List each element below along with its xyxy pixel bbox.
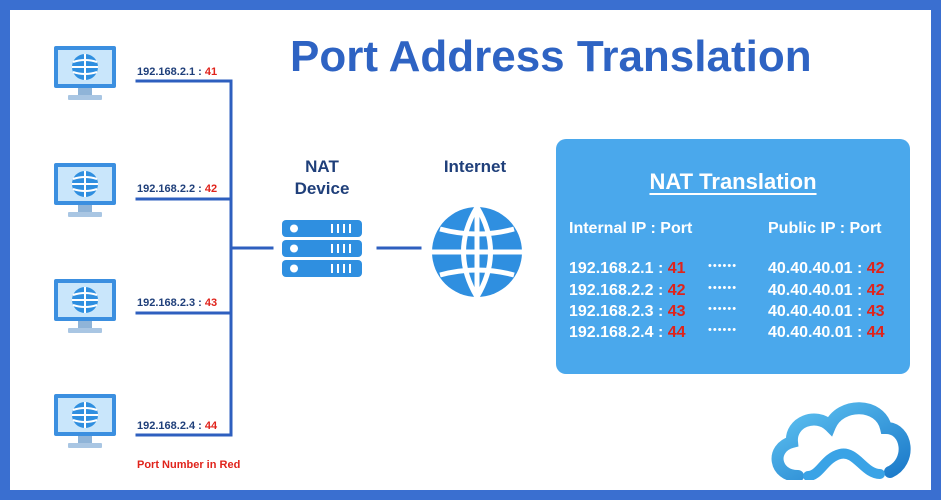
public-cell: 40.40.40.01 : 42 [768, 282, 885, 299]
public-header: Public IP : Port [768, 220, 882, 237]
internal-ip: 192.168.2.4 [569, 324, 654, 341]
computer-globe-icon [54, 46, 116, 100]
page-title: Port Address Translation [290, 32, 812, 81]
internal-port: 44 [667, 324, 686, 341]
internal-ip: 192.168.2.3 [569, 303, 654, 320]
public-ip: 40.40.40.01 [768, 260, 853, 277]
port-note: Port Number in Red [137, 459, 241, 471]
host-sep: : [195, 420, 205, 432]
nat-device-line2: Device [294, 179, 350, 198]
computer-globe-icon [54, 279, 116, 333]
host-port: 44 [204, 420, 218, 432]
host-sep: : [195, 183, 205, 195]
mapping-dots: •••••• [708, 324, 738, 336]
host-label-3: 192.168.2.3 : 43 [137, 297, 217, 309]
mapping-dots: •••••• [708, 282, 738, 294]
host-port: 41 [204, 66, 218, 78]
nat-table-title: NAT Translation [649, 169, 817, 194]
computer-icon-2 [52, 162, 118, 220]
cloud-logo [768, 398, 912, 485]
internal-cell: 192.168.2.2 : 42 [569, 282, 686, 299]
host-label-4: 192.168.2.4 : 44 [137, 420, 217, 432]
host-label-1: 192.168.2.1 : 41 [137, 66, 217, 78]
mapping-dots: •••••• [708, 260, 738, 272]
public-ip: 40.40.40.01 [768, 324, 853, 341]
public-port: 43 [866, 303, 885, 320]
internal-port: 43 [667, 303, 686, 320]
public-ip: 40.40.40.01 [768, 303, 853, 320]
nat-device-line1: NAT [305, 157, 339, 176]
host-port: 43 [204, 297, 218, 309]
host-label-2: 192.168.2.2 : 42 [137, 183, 217, 195]
computer-globe-icon [54, 163, 116, 217]
internal-ip: 192.168.2.1 [569, 260, 654, 277]
nat-row-1: 192.168.2.1 : 41 •••••• 40.40.40.01 : 42 [556, 260, 910, 281]
nat-translation-panel: NAT Translation Internal IP : Port Publi… [556, 139, 910, 374]
mapping-dots: •••••• [708, 303, 738, 315]
internal-cell: 192.168.2.4 : 44 [569, 324, 686, 341]
host-ip: 192.168.2.4 [137, 420, 196, 432]
internet-label: Internet [443, 157, 507, 176]
public-port: 42 [866, 260, 885, 277]
public-port: 42 [866, 282, 885, 299]
nat-row-2: 192.168.2.2 : 42 •••••• 40.40.40.01 : 42 [556, 282, 910, 303]
nat-row-4: 192.168.2.4 : 44 •••••• 40.40.40.01 : 44 [556, 324, 910, 345]
public-cell: 40.40.40.01 : 42 [768, 260, 885, 277]
nat-device-label: NAT Device [275, 156, 369, 200]
internal-port: 42 [667, 282, 686, 299]
internal-cell: 192.168.2.1 : 41 [569, 260, 686, 277]
host-ip: 192.168.2.3 [137, 297, 196, 309]
public-cell: 40.40.40.01 : 43 [768, 303, 885, 320]
host-ip: 192.168.2.1 [137, 66, 196, 78]
public-cell: 40.40.40.01 : 44 [768, 324, 885, 341]
nat-row-3: 192.168.2.3 : 43 •••••• 40.40.40.01 : 43 [556, 303, 910, 324]
globe-icon [430, 205, 524, 304]
computer-icon-4 [52, 393, 118, 451]
public-ip: 40.40.40.01 [768, 282, 853, 299]
public-port: 44 [866, 324, 885, 341]
host-sep: : [195, 297, 205, 309]
internal-ip: 192.168.2.2 [569, 282, 654, 299]
host-ip: 192.168.2.2 [137, 183, 196, 195]
computer-globe-icon [54, 394, 116, 448]
internal-port: 41 [667, 260, 686, 277]
internal-header: Internal IP : Port [569, 220, 693, 237]
internal-cell: 192.168.2.3 : 43 [569, 303, 686, 320]
computer-icon-3 [52, 278, 118, 336]
host-port: 42 [204, 183, 218, 195]
server-stack-icon [280, 218, 364, 285]
host-sep: : [195, 66, 205, 78]
computer-icon-1 [52, 45, 118, 103]
